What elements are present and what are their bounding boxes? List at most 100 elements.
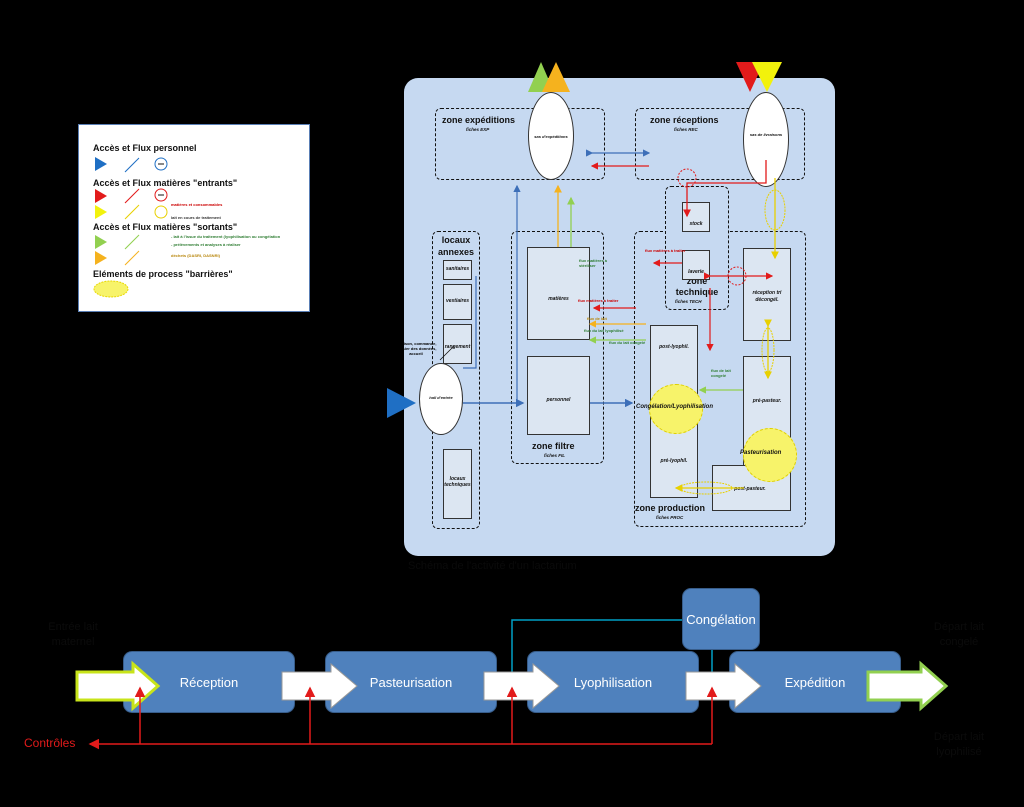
room-post-pasteur-label: post-pasteur.: [734, 486, 766, 492]
arrow-step3: [685, 662, 762, 710]
zone-expeditions: [435, 108, 605, 180]
flow-note-1: flux matières à traiter: [578, 298, 619, 303]
zone-filtre-sub: fiches FIL: [544, 453, 566, 458]
arrow-output: [866, 660, 949, 712]
room-locaux-techniques: [443, 449, 472, 519]
barrier-pasteurisation: [743, 428, 797, 482]
barrier-congelation-label: Congélation/Lyophilisation: [636, 404, 713, 410]
flow-personnel-annex: [463, 276, 477, 369]
legend-sortants-note1: - lait à l'issue du traitement (lyophili…: [171, 234, 281, 239]
room-pre-lyophil-label: pré-lyophil.: [660, 458, 688, 464]
room-locaux-techniques-label: locaux techniques: [444, 476, 471, 488]
room-reception-tri: [743, 248, 791, 341]
flow-sas-to-stock: [683, 160, 767, 218]
flow-note-2: flux de lait: [587, 316, 607, 321]
zone-technique-sub: fiches TECH: [675, 299, 702, 304]
step-reception: Réception: [123, 651, 295, 713]
room-personnel: [527, 356, 590, 435]
step-pasteurisation: Pasteurisation: [325, 651, 497, 713]
room-reception-tri-label: réception tri décongél.: [752, 290, 782, 303]
arrow-input: [75, 660, 161, 712]
zone-expeditions-title: zone expéditions: [442, 115, 516, 125]
left-note: Entrée lait maternel: [48, 621, 98, 648]
room-post-lyophil-label: post-lyophil.: [659, 344, 689, 350]
room-vestiaires-label: vestiaires: [445, 298, 470, 304]
legend-barrier-ellipse: [93, 280, 129, 298]
legend-barriers-title: Eléments de process "barrières": [93, 269, 233, 279]
barrier-congelation: [649, 384, 703, 434]
flow-note-3: flux du lait lyophilisé: [584, 328, 624, 333]
hall-entree-label: hall d'entrée: [429, 395, 453, 400]
hall-entree: [419, 363, 463, 435]
step-congelation: Congélation: [682, 588, 760, 650]
zone-filtre-title: zone filtre: [532, 441, 575, 451]
congelation-bypass-line: [511, 619, 682, 682]
room-pre-pasteur-label: pré-pasteur.: [752, 398, 782, 404]
barrier-pasteurisation-label: Pasteurisation: [740, 450, 782, 456]
room-matieres-label: matières: [548, 296, 569, 302]
entry-personnel-triangle: [387, 388, 416, 418]
room-vestiaires: [443, 284, 472, 320]
legend-box: Accès et Flux personnel Accès et Flux ma…: [78, 124, 310, 312]
room-sanitaires-label: sanitaires: [445, 266, 470, 272]
zone-receptions-sub: fiches REC: [674, 127, 698, 132]
legend-personnel-title: Accès et Flux personnel: [93, 143, 197, 153]
flow-note-0: flux matières à stériliser: [579, 258, 608, 268]
barrier-red-1: [677, 168, 697, 188]
room-sanitaires: [443, 260, 472, 280]
plan-caption: Schéma de l'activité d'un lactarium: [408, 560, 577, 572]
flow-note-4: flux du lait congelé: [609, 340, 646, 345]
right-note-bottom: Départ lait lyophilisé: [933, 731, 985, 758]
room-matieres: [527, 247, 590, 340]
legend-red-triangle: [95, 189, 107, 203]
flow-note-6: flux matières à traiter: [645, 248, 686, 253]
sas-expeditions: [528, 92, 574, 180]
legend-yellow-triangle: [95, 205, 107, 219]
legend-red-arrow: [124, 188, 140, 204]
arrow-step2: [483, 662, 560, 710]
zone-production-sub: fiches PROC: [656, 515, 684, 520]
legend-sortants-note3: déchets (DASRI, DASNRI): [171, 253, 220, 258]
legend-personnel-triangle: [95, 157, 107, 171]
legend-green-arrow: [124, 234, 140, 250]
locaux-title: locaux annexes: [437, 235, 475, 257]
barrier-red-2: [727, 266, 747, 286]
legend-entrants-note2: lait en cours de traitement: [171, 215, 221, 220]
exit-orange-triangle: [542, 62, 570, 92]
flow-note-5: flux de lait congelé: [711, 368, 731, 378]
entry-yellow-triangle: [752, 62, 782, 92]
legend-green-triangle: [95, 235, 107, 249]
sas-expeditions-label: sas d'expéditions: [534, 134, 568, 139]
legend-entrants-title: Accès et Flux matières "entrants": [93, 178, 238, 188]
legend-orange-arrow: [124, 250, 140, 266]
sas-livraisons-label: sas de livraisons: [749, 132, 783, 137]
room-laverie-label: laverie: [688, 269, 704, 275]
flow-annex-black: [439, 345, 455, 361]
legend-yellow-arrow: [124, 204, 140, 220]
legend-yellow-circle: [154, 205, 168, 219]
legend-sortants-title: Accès et Flux matières "sortants": [93, 222, 238, 232]
room-stock-label: stock: [689, 221, 703, 227]
room-rangement-label: rangement: [444, 344, 471, 350]
legend-sortants-note2: - prélèvements et analyses à réaliser: [171, 242, 241, 247]
zone-receptions: [635, 108, 805, 180]
zone-receptions-title: zone réceptions: [650, 115, 719, 125]
facility-plan: zone expéditions fiches EXP zone récepti…: [396, 78, 835, 556]
zone-technique-title: zone technique: [675, 276, 719, 297]
zone-production-title: zone production: [635, 503, 705, 513]
arrow-step1: [281, 662, 358, 710]
step-lyophilisation: Lyophilisation: [527, 651, 699, 713]
controls-label: Contrôles: [24, 736, 76, 750]
entry-note: livraison, commande, dossier des données…: [395, 341, 437, 356]
room-rangement: [443, 324, 472, 364]
room-personnel-label: personnel: [546, 397, 571, 403]
legend-symbols: [93, 157, 168, 298]
plan-flows: [439, 149, 786, 495]
zone-expeditions-sub: fiches EXP: [466, 127, 490, 132]
right-note-top: Départ lait congelé: [933, 621, 985, 648]
legend-entrants-note1: matières et consommables: [171, 202, 223, 207]
legend-orange-triangle: [95, 251, 107, 265]
legend-personnel-arrow: [124, 157, 140, 173]
